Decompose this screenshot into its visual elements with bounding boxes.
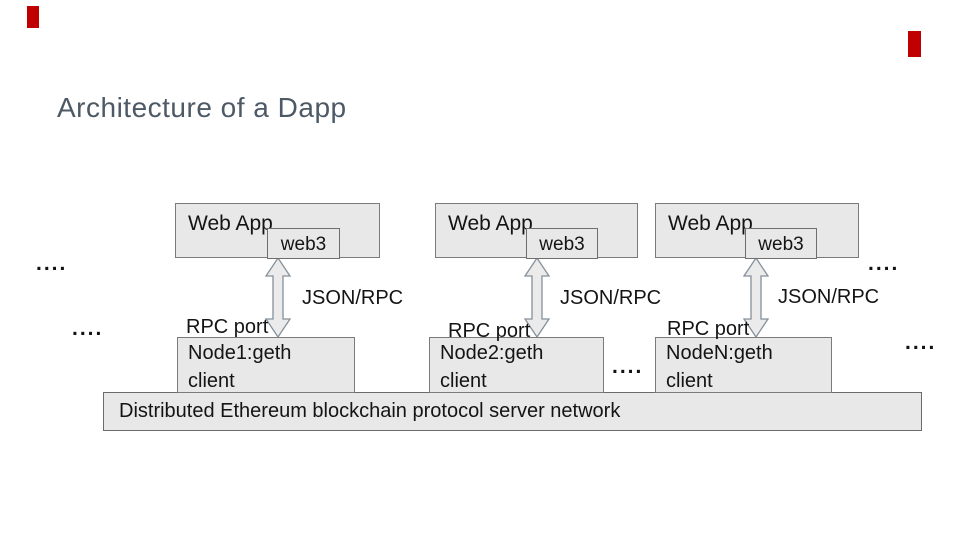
node-name-2: Node2:geth — [440, 342, 544, 364]
json-rpc-label-3: JSON/RPC — [778, 286, 880, 308]
ellipsis-left-top: .... — [36, 252, 68, 275]
web-app-label-2: Web App — [448, 212, 533, 235]
node-client-label-3: client — [666, 370, 713, 392]
web3-label-2: web3 — [539, 234, 585, 255]
node-client-label-1: client — [188, 370, 235, 392]
node-name-1: Node1:geth — [188, 342, 292, 364]
json-rpc-label-2: JSON/RPC — [560, 287, 662, 309]
rpc-port-label-3: RPC port — [667, 318, 750, 340]
node-box-3: NodeN:geth client — [655, 337, 832, 393]
ellipsis-left-lower: .... — [72, 317, 104, 340]
web-app-label-3: Web App — [668, 212, 753, 235]
web3-box-2: web3 — [526, 228, 598, 259]
red-accent-mark-top-left — [27, 6, 39, 28]
ellipsis-between-nodes: .... — [612, 355, 644, 378]
slide-title: Architecture of a Dapp — [57, 92, 347, 123]
web-app-label-1: Web App — [188, 212, 273, 235]
json-rpc-label-1: JSON/RPC — [302, 287, 404, 309]
node-box-2: Node2:geth client — [429, 337, 604, 393]
web3-label-3: web3 — [758, 234, 804, 255]
web3-box-3: web3 — [745, 228, 817, 259]
node-name-3: NodeN:geth — [666, 342, 773, 364]
ellipsis-right-lower: .... — [905, 331, 937, 354]
web3-box-1: web3 — [267, 228, 340, 259]
node-client-label-2: client — [440, 370, 487, 392]
rpc-port-label-1: RPC port — [186, 316, 269, 338]
web3-label-1: web3 — [280, 234, 327, 255]
rpc-port-label-2: RPC port — [448, 320, 531, 342]
ellipsis-right-top: .... — [868, 252, 900, 275]
network-bar-label: Distributed Ethereum blockchain protocol… — [119, 400, 621, 422]
network-bar: Distributed Ethereum blockchain protocol… — [103, 392, 922, 431]
node-box-1: Node1:geth client — [177, 337, 355, 393]
red-accent-mark-top-right — [908, 31, 921, 57]
